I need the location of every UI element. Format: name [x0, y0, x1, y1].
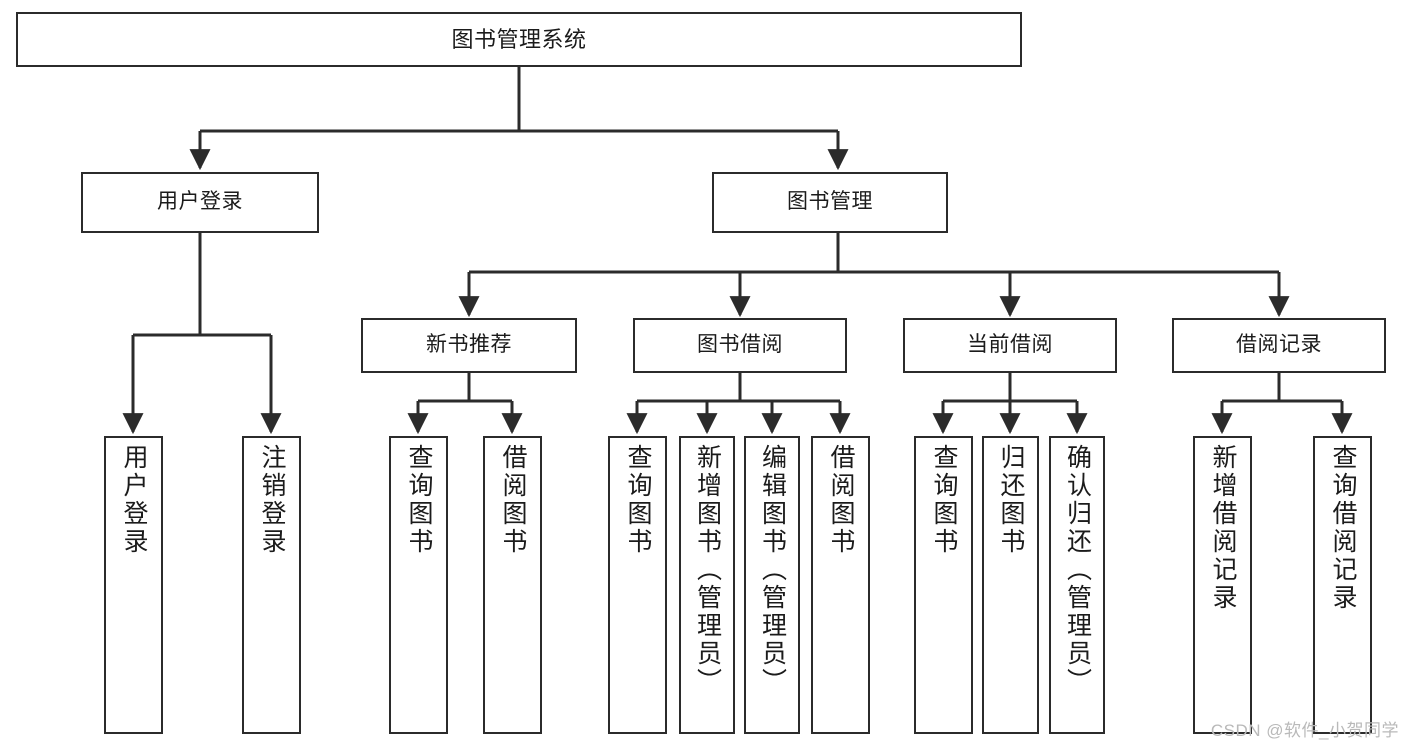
node-leaf-borrow-query-book[interactable]: 查询图书	[608, 436, 667, 734]
node-new-book-recommend[interactable]: 新书推荐	[361, 318, 577, 373]
node-leaf-recommend-query-book[interactable]: 查询图书	[389, 436, 448, 734]
node-user-login[interactable]: 用户登录	[81, 172, 319, 233]
node-new-book-recommend-label: 新书推荐	[426, 333, 512, 357]
node-leaf-add-book-admin[interactable]: 新增图书（管理员）	[679, 436, 735, 734]
node-book-management[interactable]: 图书管理	[712, 172, 948, 233]
node-leaf-current-query-book-label: 查询图书	[930, 444, 958, 556]
node-leaf-recommend-query-book-label: 查询图书	[405, 444, 433, 556]
node-leaf-borrow-book[interactable]: 借阅图书	[811, 436, 870, 734]
node-leaf-user-login-label: 用户登录	[120, 444, 148, 556]
node-leaf-confirm-return-admin-label: 确认归还（管理员）	[1063, 444, 1092, 696]
node-leaf-return-book[interactable]: 归还图书	[982, 436, 1039, 734]
node-leaf-recommend-borrow-book[interactable]: 借阅图书	[483, 436, 542, 734]
node-book-borrow-label: 图书借阅	[697, 333, 783, 357]
node-leaf-borrow-book-label: 借阅图书	[827, 444, 855, 556]
node-leaf-edit-book-admin[interactable]: 编辑图书（管理员）	[744, 436, 800, 734]
node-book-borrow[interactable]: 图书借阅	[633, 318, 847, 373]
node-leaf-add-borrow-record-label: 新增借阅记录	[1209, 444, 1237, 612]
csdn-watermark: CSDN @软件_小贺同学	[1210, 721, 1399, 740]
node-leaf-user-login[interactable]: 用户登录	[104, 436, 163, 734]
node-leaf-confirm-return-admin[interactable]: 确认归还（管理员）	[1049, 436, 1105, 734]
node-borrow-record[interactable]: 借阅记录	[1172, 318, 1386, 373]
node-leaf-add-book-admin-label: 新增图书（管理员）	[693, 444, 722, 696]
node-root-system-label: 图书管理系统	[451, 26, 587, 52]
node-leaf-query-borrow-record[interactable]: 查询借阅记录	[1313, 436, 1372, 734]
node-book-management-label: 图书管理	[787, 190, 873, 214]
node-leaf-borrow-query-book-label: 查询图书	[624, 444, 652, 556]
node-leaf-edit-book-admin-label: 编辑图书（管理员）	[758, 444, 787, 696]
node-current-borrow[interactable]: 当前借阅	[903, 318, 1117, 373]
node-leaf-return-book-label: 归还图书	[997, 444, 1025, 556]
node-user-login-label: 用户登录	[157, 190, 243, 214]
node-leaf-add-borrow-record[interactable]: 新增借阅记录	[1193, 436, 1252, 734]
node-leaf-current-query-book[interactable]: 查询图书	[914, 436, 973, 734]
node-current-borrow-label: 当前借阅	[967, 333, 1053, 357]
node-leaf-recommend-borrow-book-label: 借阅图书	[499, 444, 527, 556]
node-borrow-record-label: 借阅记录	[1236, 333, 1322, 357]
node-leaf-logout[interactable]: 注销登录	[242, 436, 301, 734]
node-root-system[interactable]: 图书管理系统	[16, 12, 1022, 67]
node-leaf-logout-label: 注销登录	[258, 444, 286, 556]
node-leaf-query-borrow-record-label: 查询借阅记录	[1329, 444, 1357, 612]
